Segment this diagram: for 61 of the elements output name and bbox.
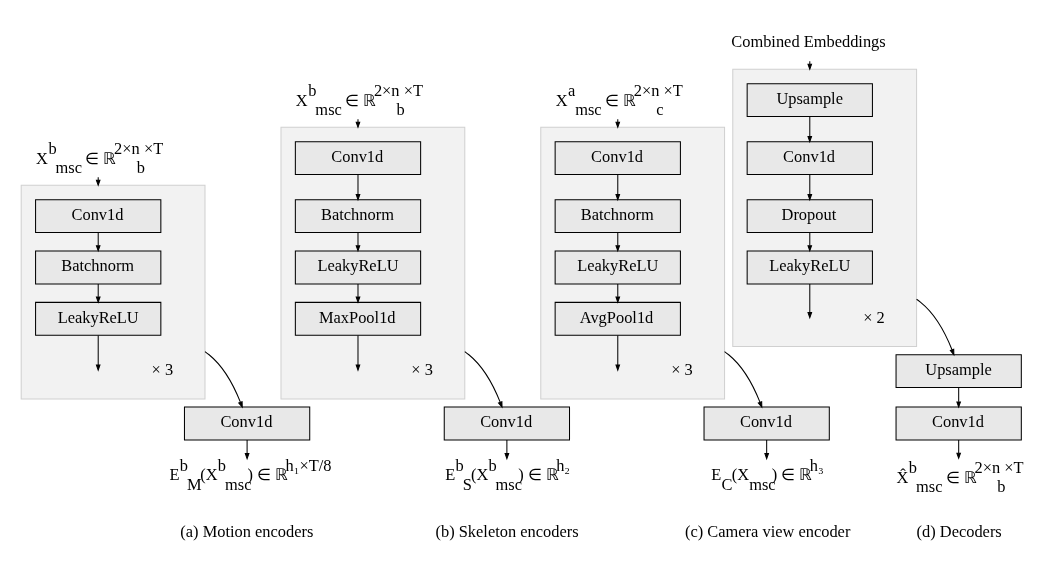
node-box: Batchnorm bbox=[554, 198, 681, 233]
arrow bbox=[615, 334, 621, 372]
node-box: Upsample bbox=[746, 82, 873, 117]
arrow bbox=[724, 350, 763, 409]
node-box: Conv1d bbox=[895, 406, 1022, 440]
node-label: × 3 bbox=[411, 359, 433, 379]
node-label: × 3 bbox=[671, 359, 693, 379]
arrow bbox=[916, 298, 955, 356]
node-box: LeakyReLU bbox=[35, 301, 162, 336]
node-box: Conv1d bbox=[703, 406, 830, 440]
arrow bbox=[615, 118, 621, 129]
node-text: Combined Embeddings bbox=[731, 30, 886, 50]
arrow bbox=[355, 283, 361, 304]
arrow bbox=[464, 350, 503, 409]
node-box: Batchnorm bbox=[294, 198, 422, 233]
node-box: LeakyReLU bbox=[746, 250, 873, 284]
cluster bbox=[540, 126, 726, 399]
arrow bbox=[95, 283, 101, 304]
arrow bbox=[807, 60, 813, 71]
arrow bbox=[615, 173, 621, 201]
arrow bbox=[807, 115, 813, 143]
arrow bbox=[244, 439, 250, 460]
node-box: Conv1d bbox=[443, 406, 571, 440]
node-box: Conv1d bbox=[294, 140, 422, 175]
arrow bbox=[956, 386, 962, 409]
arrow bbox=[355, 231, 361, 252]
arrow bbox=[807, 173, 813, 201]
node-box: Conv1d bbox=[183, 406, 311, 440]
node-box: Conv1d bbox=[746, 140, 873, 175]
label: (c) Camera view encoder bbox=[685, 521, 851, 541]
node-box: Conv1d bbox=[554, 140, 681, 175]
label: (b) Skeleton encoders bbox=[435, 521, 579, 541]
arrow bbox=[355, 118, 361, 129]
arrow bbox=[204, 350, 243, 409]
node-box: LeakyReLU bbox=[554, 250, 681, 284]
arrow bbox=[95, 334, 101, 372]
node-label: × 3 bbox=[151, 359, 174, 379]
label: (d) Decoders bbox=[916, 521, 1002, 541]
arrow bbox=[615, 231, 621, 252]
arrow bbox=[355, 334, 361, 372]
node-box: MaxPool1d bbox=[294, 301, 422, 336]
node-box: Conv1d bbox=[35, 198, 162, 233]
arrow bbox=[956, 439, 962, 460]
arrow bbox=[807, 231, 813, 252]
label: (a) Motion encoders bbox=[180, 521, 314, 541]
arrow bbox=[95, 231, 101, 252]
arrow bbox=[807, 283, 813, 319]
cluster bbox=[20, 184, 206, 399]
node-label: × 2 bbox=[863, 307, 885, 327]
node-box: LeakyReLU bbox=[294, 250, 422, 284]
arrow bbox=[95, 176, 101, 187]
node-box: Dropout bbox=[746, 198, 873, 233]
arrow bbox=[504, 439, 510, 460]
arrow bbox=[615, 283, 621, 304]
node-box: Batchnorm bbox=[35, 250, 162, 284]
cluster bbox=[732, 68, 918, 347]
node-box: AvgPool1d bbox=[554, 301, 681, 336]
node-box: Upsample bbox=[895, 353, 1022, 388]
cluster bbox=[280, 126, 466, 399]
arrow bbox=[355, 173, 361, 201]
arrow bbox=[764, 439, 770, 460]
